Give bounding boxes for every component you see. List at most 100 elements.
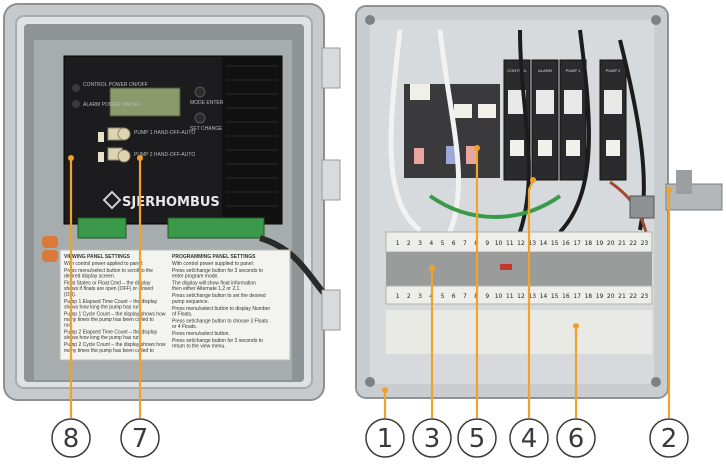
pump1-hoa-lever[interactable] — [98, 132, 104, 142]
instruction-line: Press menu/select button to display Numb… — [172, 306, 270, 312]
callout-target-dot — [382, 387, 388, 393]
hinge-top — [321, 47, 341, 89]
latch-hasp — [665, 183, 723, 211]
instruction-sheet-bg — [59, 249, 291, 361]
terminal-number: 18 — [584, 293, 592, 300]
ground-lug — [629, 195, 655, 219]
terminal-number: 12 — [517, 293, 525, 300]
terminal-number: 20 — [607, 240, 615, 247]
controller-board: CONTROL POWER ON/OFF ALARM POWER ON/OFF … — [63, 55, 283, 225]
instruction-line: The display will show float information — [172, 281, 256, 287]
button-label-mode: MODE ENTER — [190, 100, 224, 106]
brand-name: SJERHOMBUS — [122, 195, 220, 210]
callout-number: 3 — [424, 424, 441, 454]
instruction-line: Pump 2 Cycle Count – the display shows h… — [64, 342, 166, 348]
programming-lines: With control power supplied to panel:Pre… — [172, 261, 270, 350]
viewing-title: VIEWING PANEL SETTINGS — [64, 254, 131, 260]
callout-circle — [556, 418, 596, 458]
terminal-number: 18 — [584, 240, 592, 247]
terminal-number: 3 — [418, 293, 422, 300]
instruction-line: of Floats. — [172, 311, 193, 317]
terminal-number: 7 — [463, 293, 467, 300]
heatsink-fins — [226, 65, 278, 207]
terminal-number: 17 — [573, 293, 581, 300]
breaker-toggle[interactable] — [564, 90, 582, 114]
hinge-middle — [321, 159, 341, 201]
pump1-switch-knob[interactable] — [117, 127, 131, 141]
terminal-number: 3 — [418, 240, 422, 247]
instruction-line: run. — [64, 323, 73, 329]
terminal-number: 1 — [396, 240, 400, 247]
instruction-line: then either Alternate 1,2 or 2,1. — [172, 286, 241, 292]
instruction-line: Pump 1 Cycle Count – the display shows h… — [64, 311, 166, 317]
terminal-number: 15 — [551, 293, 559, 300]
button-label-set: SET CHANGE — [190, 126, 223, 132]
callout-circle — [120, 418, 160, 458]
pump2-hoa-lever[interactable] — [98, 152, 104, 162]
instruction-line: Press set/change button to choose 3 Floa… — [172, 318, 269, 324]
instruction-line: With control power supplied to panel: — [172, 261, 254, 267]
wire-connector-bottom — [42, 250, 58, 262]
breaker-label: PUMP 1 — [566, 68, 582, 73]
breaker-label-tag — [538, 140, 552, 156]
callout-target-dot — [573, 323, 579, 329]
instruction-line: With control power applied to panel: — [64, 261, 144, 267]
latch-body — [676, 170, 692, 194]
callout-number: 6 — [568, 424, 585, 454]
breaker-toggle[interactable] — [508, 90, 526, 114]
led-label-alarm: ALARM POWER ON/OFF — [83, 102, 141, 108]
contactor-label-2 — [454, 104, 472, 118]
callout-number: 4 — [521, 424, 538, 454]
breaker-toggle[interactable] — [536, 90, 554, 114]
pump2-switch-knob[interactable] — [117, 149, 131, 163]
terminal-number: 5 — [441, 293, 445, 300]
set-change-button[interactable] — [194, 112, 206, 124]
instruction-line: Press set/change button to set the desir… — [172, 293, 266, 299]
callout-circle — [51, 418, 91, 458]
instruction-line: many times the pump has been called to — [64, 317, 154, 323]
terminal-number: 7 — [463, 240, 467, 247]
terminal-number: 12 — [517, 240, 525, 247]
instruction-line: Pump 2 Elapsed Time Count – the display — [64, 330, 158, 336]
mode-enter-button[interactable] — [194, 86, 206, 98]
instruction-line: Press set/change button for 3 seconds to — [172, 338, 263, 344]
wire-connector-top — [42, 236, 58, 248]
terminal-screws — [386, 252, 652, 286]
breaker-body — [559, 59, 587, 181]
instruction-line: shows how long the pump has run. — [64, 304, 141, 310]
breaker-label-tag — [606, 140, 620, 156]
control-power-led — [72, 84, 80, 92]
terminal-number: 19 — [596, 293, 604, 300]
terminal-number: 21 — [618, 293, 626, 300]
terminal-number: 19 — [596, 240, 604, 247]
screw-top-left — [365, 15, 375, 25]
green-terminal-block-right — [167, 217, 265, 239]
wire-black-1 — [518, 29, 531, 233]
screw-bottom-right — [651, 377, 661, 387]
instruction-line: Pump 1 Elapsed Time Count – the display — [64, 299, 158, 305]
screw-bottom-left — [365, 377, 375, 387]
brand-logo: SJERHOMBUS — [102, 190, 220, 210]
controller-heatsink — [222, 56, 282, 224]
terminal-number: 22 — [629, 240, 637, 247]
wire-white-1 — [388, 29, 422, 232]
instruction-line: shows how long the pump has run. — [64, 335, 141, 341]
breaker-toggle[interactable] — [604, 90, 622, 114]
enclosure-door: CONTROL POWER ON/OFF ALARM POWER ON/OFF … — [3, 3, 341, 401]
terminal-number: 11 — [506, 293, 514, 300]
terminal-number: 17 — [573, 240, 581, 247]
callout-circle — [412, 418, 452, 458]
terminal-number: 6 — [452, 293, 456, 300]
instruction-line: Press set/change button for 3 seconds to — [172, 268, 263, 274]
relay-pink-2 — [466, 146, 476, 164]
terminal-number: 23 — [641, 293, 649, 300]
contactor-label-1 — [410, 84, 430, 100]
hinge-bottom — [321, 289, 341, 331]
wire-green — [428, 194, 562, 219]
terminal-number: 4 — [429, 240, 433, 247]
terminal-number: 10 — [495, 293, 503, 300]
